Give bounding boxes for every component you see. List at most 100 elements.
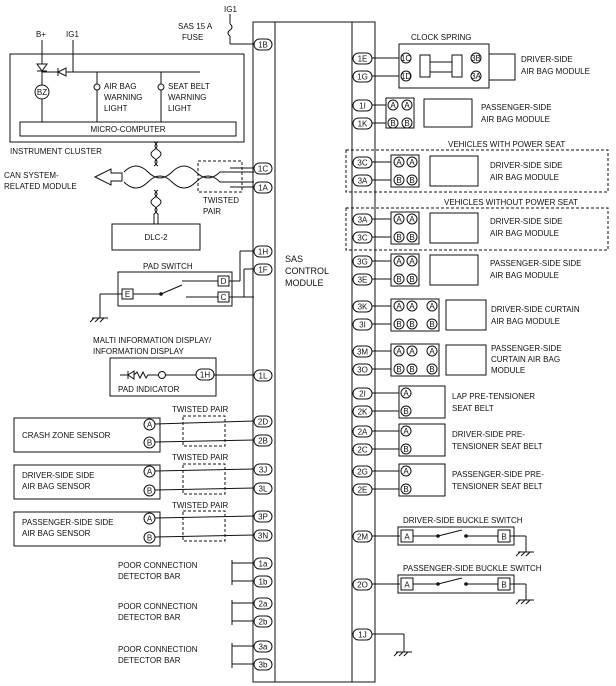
resistor-icon: [133, 370, 158, 380]
ground-icon: [89, 317, 108, 323]
dlc-2-box: [111, 223, 201, 251]
svg-text:3C: 3C: [357, 159, 367, 168]
svg-text:A: A: [429, 347, 435, 356]
passenger-side-sensor-box: [13, 511, 161, 547]
svg-text:1I: 1I: [359, 102, 366, 111]
svg-text:2B: 2B: [258, 437, 268, 446]
svg-text:A: A: [409, 158, 415, 167]
svg-text:1b: 1b: [259, 578, 268, 587]
svg-text:3K: 3K: [358, 303, 368, 312]
svg-text:3I: 3I: [359, 321, 366, 330]
right-pins: 1E 1G 1I 1K 3C 3A 3A 3C 3G 3E 3K 3I 3M 3…: [352, 52, 373, 641]
twisted-pair-2: PAIR: [203, 207, 221, 216]
lap-2: SEAT BELT: [452, 404, 494, 413]
pin-1L: 1L: [253, 369, 273, 382]
svg-text:POOR CONNECTION: POOR CONNECTION: [118, 602, 198, 611]
svg-text:A: A: [404, 101, 410, 110]
svg-text:B: B: [429, 320, 434, 329]
svg-text:B: B: [396, 176, 401, 185]
sas-label-1: SAS: [285, 254, 303, 264]
twisted-pair-box: [197, 160, 243, 193]
twisted-pair-1: TWISTED: [203, 196, 239, 205]
driver-airbag-1: DRIVER-SIDE: [521, 55, 573, 64]
driver-buckle-label: DRIVER-SIDE BUCKLE SWITCH: [403, 516, 523, 525]
svg-text:B: B: [403, 445, 408, 454]
pin-1F: 1F: [253, 263, 273, 276]
pss-2: AIR BAG MODULE: [490, 271, 559, 280]
svg-text:DETECTOR BAR: DETECTOR BAR: [118, 656, 181, 665]
svg-text:1C: 1C: [258, 165, 268, 174]
ppt-2: TENSIONER SEAT BELT: [452, 482, 543, 491]
svg-text:B: B: [409, 275, 414, 284]
poor-connection-3: POOR CONNECTION DETECTOR BAR: [118, 643, 254, 668]
pad-c: C: [221, 293, 227, 302]
pin-1I: 1I: [352, 99, 373, 112]
svg-text:2I: 2I: [359, 390, 366, 399]
svg-text:A: A: [396, 158, 402, 167]
pin-3I: 3I: [352, 318, 373, 331]
indicator-lamp-icon: [158, 371, 166, 379]
ppt-1: PASSENGER-SIDE PRE-: [452, 470, 544, 479]
diode-icon: [36, 54, 48, 86]
svg-text:3A: 3A: [471, 72, 481, 81]
svg-text:2D: 2D: [258, 418, 268, 427]
pin-3K: 3K: [352, 300, 373, 313]
svg-text:A: A: [403, 427, 409, 436]
micro-computer-box: [19, 121, 237, 137]
pad-indicator-label: PAD INDICATOR: [118, 385, 180, 394]
sas-label-2: CONTROL: [285, 266, 329, 276]
pin-3A-a: 3A: [352, 174, 373, 187]
svg-text:1J: 1J: [358, 631, 366, 640]
mid-label-2: INFORMATION DISPLAY: [93, 347, 184, 356]
without-power-seat-label: VEHICLES WITHOUT POWER SEAT: [444, 198, 578, 207]
svg-text:A: A: [147, 468, 153, 477]
svg-text:B: B: [396, 233, 401, 242]
ig1-cluster-label: IG1: [66, 30, 79, 39]
svg-text:B: B: [396, 320, 401, 329]
svg-text:1G: 1G: [357, 73, 368, 82]
can-twisted-wire-high: [123, 165, 254, 179]
driver-sensor-2: AIR BAG SENSOR: [22, 482, 91, 491]
svg-text:A: A: [396, 215, 402, 224]
mid-pin-1h: 1H: [200, 371, 210, 380]
svg-text:2E: 2E: [358, 486, 368, 495]
ground-icon-2: [515, 551, 534, 557]
pad-switch-box: [117, 271, 233, 307]
with-power-seat-box: [345, 149, 609, 193]
svg-text:2M: 2M: [357, 533, 368, 542]
fuse-label-2: FUSE: [182, 33, 203, 42]
svg-text:A: A: [409, 302, 415, 311]
svg-text:A: A: [409, 215, 415, 224]
without-power-seat-box: [345, 207, 609, 251]
svg-text:1a: 1a: [259, 560, 268, 569]
svg-text:A: A: [396, 257, 402, 266]
svg-text:2a: 2a: [259, 600, 268, 609]
svg-text:POOR CONNECTION: POOR CONNECTION: [118, 561, 198, 570]
svg-text:2O: 2O: [357, 581, 368, 590]
pss-1: PASSENGER-SIDE SIDE: [490, 259, 581, 268]
svg-text:3b: 3b: [259, 661, 268, 670]
fuse-icon: [227, 23, 233, 37]
svg-text:1B: 1B: [258, 41, 268, 50]
svg-text:3N: 3N: [258, 532, 268, 541]
svg-text:3C: 3C: [357, 234, 367, 243]
svg-text:B: B: [501, 533, 506, 542]
pin-3N: 3N: [253, 529, 273, 542]
dss2-2: AIR BAG MODULE: [490, 229, 559, 238]
svg-text:B: B: [409, 365, 414, 374]
driver-curtain-airbag-icon: [445, 299, 487, 331]
svg-text:A: A: [404, 581, 410, 590]
dss-1: DRIVER-SIDE SIDE: [490, 161, 562, 170]
svg-text:3J: 3J: [259, 466, 267, 475]
dpt-2: TENSIONER SEAT BELT: [452, 442, 543, 451]
pcurtain-1: PASSENGER-SIDE: [491, 344, 562, 353]
svg-text:B: B: [409, 176, 414, 185]
svg-text:3P: 3P: [258, 513, 268, 522]
driver-side-side-airbag-icon-2: [429, 212, 479, 244]
sas-label-3: MODULE: [285, 278, 324, 288]
ig1-top-label: IG1: [224, 5, 237, 14]
svg-text:A: A: [409, 347, 415, 356]
pin-2G: 2G: [352, 465, 373, 478]
pin-2A: 2A: [352, 425, 373, 438]
svg-text:B: B: [403, 407, 408, 416]
